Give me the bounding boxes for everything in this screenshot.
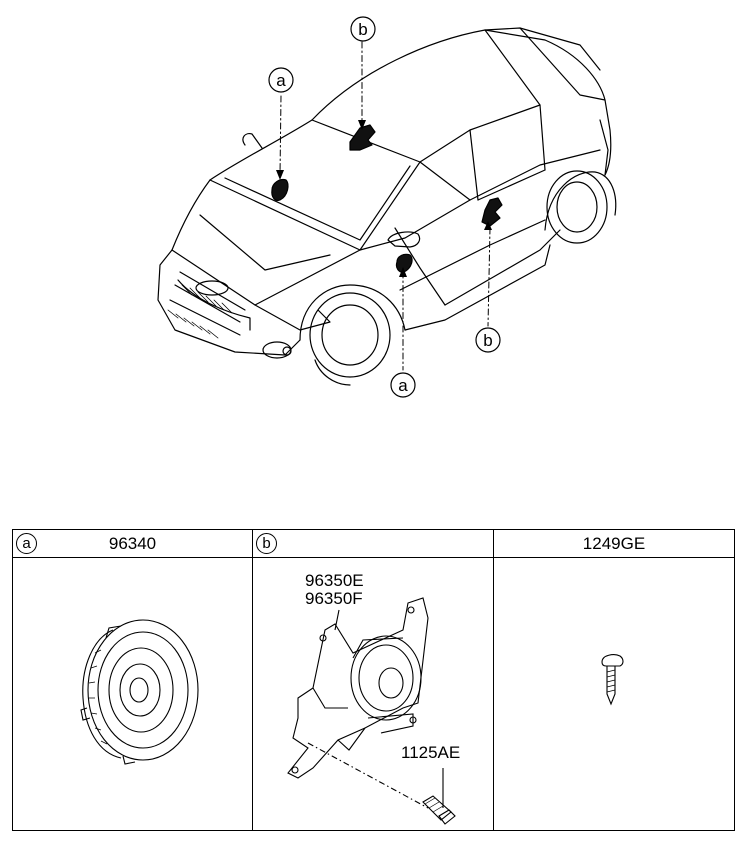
vehicle-diagram: a b b a bbox=[0, 0, 747, 420]
callout-a-lower: a bbox=[390, 372, 416, 398]
leader-lines bbox=[279, 41, 491, 371]
rear-bracket-mark bbox=[481, 197, 503, 227]
speaker-icon bbox=[80, 619, 199, 765]
header-col-3: 1249GE bbox=[493, 529, 735, 558]
car-body-outline bbox=[157, 27, 617, 386]
door-speaker-mark bbox=[395, 253, 413, 273]
speaker-location-marks bbox=[271, 124, 503, 273]
leader-arrowheads bbox=[276, 120, 492, 277]
parts-table: a 96340 b 1249GE bbox=[12, 529, 735, 831]
callout-a-badge: a bbox=[16, 533, 37, 554]
part-number-96340: 96340 bbox=[108, 534, 157, 553]
screw-icon bbox=[601, 654, 624, 706]
front-tweeter-mark bbox=[271, 178, 289, 202]
front-bracket-mark bbox=[349, 124, 376, 151]
part-number-96350E: 96350E bbox=[305, 571, 364, 590]
callout-a-upper: a bbox=[268, 67, 294, 93]
bracket-assembly-icon bbox=[287, 597, 456, 825]
cell-tweeter-bracket: 96350E 96350F 1125AE bbox=[252, 557, 494, 831]
header-col-1: a 96340 bbox=[12, 529, 253, 558]
callout-b-upper: b bbox=[350, 16, 376, 42]
part-number-1125AE: 1125AE bbox=[401, 743, 461, 762]
cell-speaker bbox=[12, 557, 253, 831]
svg-text:b: b bbox=[358, 20, 367, 39]
header-col-2: b bbox=[252, 529, 494, 558]
svg-text:b: b bbox=[483, 331, 492, 350]
part-number-96350F: 96350F bbox=[305, 589, 363, 608]
cell-screw bbox=[493, 557, 735, 831]
svg-text:a: a bbox=[276, 71, 286, 90]
parts-table-header: a 96340 b 1249GE bbox=[12, 529, 735, 558]
part-number-1249GE: 1249GE bbox=[582, 534, 646, 553]
callout-b-lower: b bbox=[475, 327, 501, 353]
parts-table-body: 96350E 96350F 1125AE bbox=[12, 557, 735, 831]
svg-text:a: a bbox=[398, 376, 408, 395]
callout-b-badge: b bbox=[256, 533, 277, 554]
